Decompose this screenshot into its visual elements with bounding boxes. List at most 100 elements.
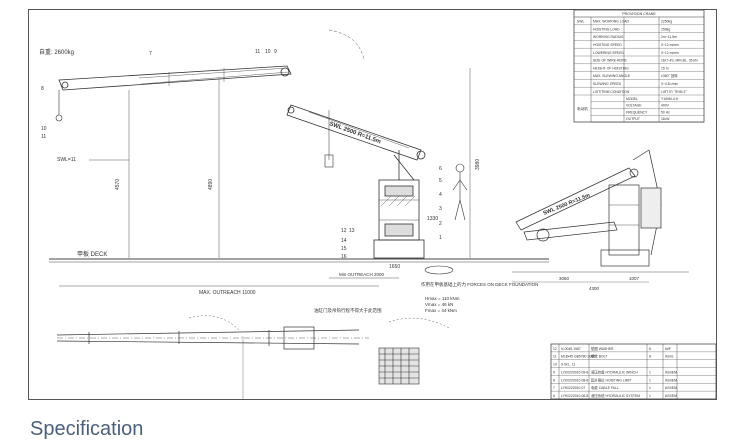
spec-table-cell: WORKING RADIUS <box>593 35 624 39</box>
parts-list-cell: 8 <box>553 378 555 382</box>
spec-table-cell: 15 m <box>661 66 669 70</box>
self-weight-label: 自重: 2600kg <box>39 48 74 56</box>
spec-table-cell: MAX. SLEWING ANGLE <box>593 74 631 78</box>
side-boom-label: SWL 2500 R=11.5m <box>543 193 592 217</box>
parts-list-cell: LYK0220010-09-8 <box>561 370 588 374</box>
svg-text:7: 7 <box>149 51 152 57</box>
motor-group-label: 电动机 <box>577 106 588 111</box>
swl-left-label: SWL=11 <box>57 157 76 163</box>
spec-table-cell: LIST 5°/ TRIM 2° <box>661 90 687 94</box>
spec-table-cell: SLEWING SPEED <box>593 82 622 86</box>
svg-text:10: 10 <box>265 49 271 55</box>
parts-list-cell: ASSEM <box>665 394 677 398</box>
parts-list-cell: 8 <box>649 355 651 359</box>
side-elevation <box>515 149 662 267</box>
dim-base-width: 1650 <box>389 264 400 270</box>
drawing-sheet: 自重: 2600kg 甲板 DECK 4570 4890 3980 SWL=11… <box>28 9 717 400</box>
plan-view <box>56 315 450 350</box>
parts-list-cell: ASSEM <box>665 386 677 390</box>
parts-list-cell: 液压绞盘 HYDRAULIC WINCH <box>591 369 638 374</box>
force-h: Hmax = 110 kNm <box>425 296 460 301</box>
forces-title: 作用在甲板基础上的力 FORCES ON DECK FOUNDATION <box>421 281 538 288</box>
force-f: Fmax = 44 kNm <box>425 308 457 313</box>
parts-list-cell: N-0045-1987 <box>561 347 581 351</box>
dim-base-height: 1330 <box>427 216 438 222</box>
foundation-ellipse <box>424 265 454 275</box>
main-boom-horizontal <box>58 65 292 91</box>
spec-table-cell: LIST/TRIM CONDITION <box>593 90 630 94</box>
spec-table-cell: LOWERING SPEED <box>593 51 624 55</box>
parts-list-cell: ASSL <box>665 355 674 359</box>
svg-text:1: 1 <box>439 235 442 241</box>
spec-table-cell: SIZE OF WIRE-ROPE <box>593 59 627 63</box>
parts-list-cell: LYK0220010-07 <box>561 386 585 390</box>
motor-spec-cell: MODEL <box>626 97 638 101</box>
spec-table-cell: 2250kg <box>661 20 672 24</box>
parts-list-cell: LYK0220010-06-8 <box>561 394 588 398</box>
svg-text:12: 12 <box>341 228 347 234</box>
operator-figure <box>452 163 468 221</box>
spec-table-cell: 0~12 m/min <box>661 51 679 55</box>
motor-spec-cell: 11kW <box>661 117 670 121</box>
force-v: Vmax = 46 kN <box>425 302 453 307</box>
hook-left <box>55 114 63 122</box>
side-dim-1: 3050 <box>559 276 570 281</box>
side-dim-2: 1007 <box>629 276 640 281</box>
spec-table-cell: SWL <box>577 20 584 24</box>
motor-spec-cell: FREQUENCY <box>626 110 648 114</box>
spec-table-cell: 0~0.8 r/min <box>661 82 678 86</box>
parts-list-cell: 1 <box>649 394 651 398</box>
svg-text:11: 11 <box>41 134 46 140</box>
spec-table-cell: 0~12 m/min <box>661 43 679 47</box>
motor-spec-cell: 50 Hz <box>661 110 670 114</box>
spec-table-cell: MAX. WORKING LOAD <box>593 20 630 24</box>
pedestal-hatch <box>380 195 416 207</box>
parts-list-cell: 10 <box>553 363 557 367</box>
parts-list-cell: ASSEM <box>665 370 677 374</box>
spec-table-cell: HOISTING LOAD <box>593 27 620 31</box>
parts-list-cell: 12 <box>553 347 557 351</box>
svg-text:11: 11 <box>255 49 260 55</box>
parts-list-cell: 11 <box>553 355 557 359</box>
dimension-lines <box>89 68 471 258</box>
spec-table-cell: ±360° 回转 <box>661 73 678 78</box>
parts-list-cell: 垫圈 WASHER <box>591 346 614 351</box>
min-outreach-label: Min OUTREACH 2000 <box>339 272 385 277</box>
svg-text:10: 10 <box>41 126 47 132</box>
parts-list-cell: LYK0220010-08-8 <box>561 378 588 382</box>
svg-text:13: 13 <box>349 228 355 234</box>
spec-table-cell: 2m~11.5m <box>661 35 677 39</box>
spec-table-cell: HOISTING SPEED <box>593 43 622 47</box>
dim-height-left: 4570 <box>115 179 121 190</box>
parts-list-cell: S.W.L. 11 <box>561 363 576 367</box>
crane-technical-drawing: 自重: 2600kg 甲板 DECK 4570 4890 3980 SWL=11… <box>39 10 716 399</box>
deck-label: 甲板 DECK <box>77 250 107 258</box>
crane-pedestal <box>373 150 425 259</box>
section-caption: Specification <box>30 418 144 440</box>
dim-height-right: 3980 <box>475 159 481 170</box>
parts-list-cell: M18x45 GB5780-2000 <box>561 355 595 359</box>
luffing-boom <box>286 104 426 161</box>
motor-spec-cell: VOLTAGE <box>626 104 642 108</box>
spec-table-title: PROVISION CRANE <box>622 12 656 16</box>
parts-list-cell: 8 <box>649 347 651 351</box>
parts-list-cell: ASSEM <box>665 378 677 382</box>
parts-list-cell: 1 <box>649 370 651 374</box>
svg-text:8: 8 <box>41 86 44 92</box>
svg-text:4: 4 <box>439 192 442 198</box>
motor-spec-cell: Y160M-4-H <box>661 97 679 101</box>
motor-spec-cell: 400V <box>661 104 670 108</box>
svg-text:3: 3 <box>439 206 442 212</box>
side-dim-total: 4300 <box>589 286 600 291</box>
svg-text:5: 5 <box>439 178 442 184</box>
parts-list-cell: 电缆 CABLE FALL <box>591 385 619 390</box>
parts-list-cell: 1 <box>649 386 651 390</box>
svg-text:9: 9 <box>274 49 277 55</box>
bottom-note: 油缸门及吊钩行程不得大于此范围 <box>314 307 382 314</box>
svg-text:14: 14 <box>341 238 347 244</box>
svg-text:15: 15 <box>341 246 347 252</box>
parts-list-cell: 液压系统 HYDRAULIC SYSTEM <box>591 393 640 398</box>
parts-list-cell: 9 <box>553 370 555 374</box>
svg-text:2: 2 <box>439 221 442 227</box>
